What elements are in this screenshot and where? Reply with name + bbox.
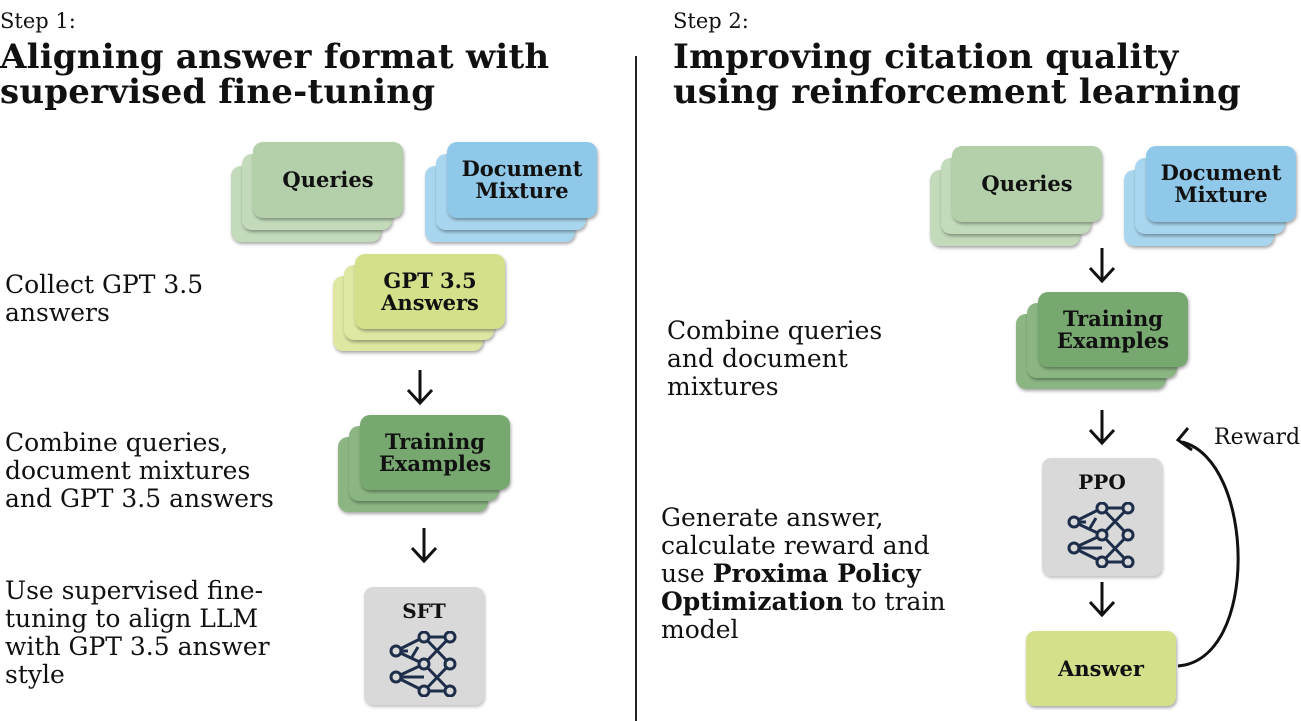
desc-line: model [661,615,739,644]
training-label-line1: Training [385,428,485,454]
step2-label: Step 2: [673,9,749,33]
desc-line: and document [667,344,848,373]
arrow-down-icon [410,528,438,564]
desc-line: tuning to align LLM [5,604,259,633]
step2-title-line2: using reinforcement learning [673,72,1241,112]
step1-combine-description: Combine queries, document mixtures and G… [5,429,274,513]
training-label-line2: Examples [378,450,492,476]
arrow-down-icon [1088,582,1116,618]
ppo-label: PPO [1078,470,1126,494]
step1-collect-description: Collect GPT 3.5 answers [5,271,203,327]
desc-line: Use supervised fine- [5,576,264,605]
document-label-line2: Mixture [1174,182,1268,207]
arrow-down-icon [1088,410,1116,446]
desc-line: document mixtures [5,456,251,485]
step2-queries-stack: Queries [930,146,1105,249]
desc-line: use Proxima Policy [661,560,946,588]
desc-line: answers [5,298,110,327]
training-label-line2: Examples [1056,327,1170,353]
step1-label: Step 1: [0,9,76,33]
step1-queries-stack: Queries [231,142,406,245]
gpt-answers-label: GPT 3.5 Answers [355,254,505,329]
queries-card: Queries [253,142,403,218]
sft-model-box: SFT [364,587,484,705]
reward-label: Reward [1214,425,1301,450]
document-label-line1: Document [1160,160,1282,185]
neural-network-icon [1067,502,1135,568]
desc-line: and GPT 3.5 answers [5,484,274,513]
queries-card: Queries [952,146,1102,222]
desc-line: Combine queries, [5,428,229,457]
document-mixture-label: Document Mixture [447,142,597,218]
document-label-line2: Mixture [475,178,569,203]
step1-title-line1: Aligning answer format with [0,37,550,77]
document-mixture-card: Document Mixture [447,142,597,218]
ppo-model-box: PPO [1042,458,1162,576]
step2-title: Improving citation quality using reinfor… [673,40,1241,110]
desc-bold-text: Proxima Policy [712,559,921,588]
document-mixture-card: Document Mixture [1146,146,1296,222]
desc-line: Collect GPT 3.5 [5,270,204,299]
training-label: Training Examples [1038,292,1188,367]
desc-bold-text: Optimization [661,587,844,616]
answer-box: Answer [1026,631,1176,706]
sft-label: SFT [402,599,446,623]
desc-text: use [661,559,713,588]
step1-sft-description: Use supervised fine- tuning to align LLM… [5,577,270,689]
gpt-answers-card: GPT 3.5 Answers [355,254,505,329]
training-examples-card: Training Examples [1038,292,1188,367]
step1-title-line2: supervised fine-tuning [0,72,436,112]
step2-title-line1: Improving citation quality [673,37,1179,77]
desc-line: calculate reward and [661,531,930,560]
arrow-down-icon [1088,248,1116,284]
step1-training-stack: Training Examples [338,415,513,515]
queries-label: Queries [981,171,1073,196]
reward-loop-arrow-icon [1175,427,1240,668]
document-label-line1: Document [461,156,583,181]
desc-line: with GPT 3.5 answer [5,632,270,661]
step2-document-stack: Document Mixture [1124,146,1299,249]
desc-line: Generate answer, [661,503,884,532]
desc-line: Optimization to train [661,588,946,616]
desc-line: mixtures [667,372,779,401]
step-divider [635,56,637,721]
gpt-label-line2: Answers [381,289,479,315]
training-examples-card: Training Examples [360,415,510,490]
step1-document-stack: Document Mixture [425,142,600,245]
training-label-line1: Training [1063,305,1163,331]
training-label: Training Examples [360,415,510,490]
gpt-label-line1: GPT 3.5 [383,267,477,293]
neural-network-icon [389,631,457,697]
arrow-down-icon [406,370,434,406]
document-mixture-label: Document Mixture [1146,146,1296,222]
step2-combine-description: Combine queries and document mixtures [667,317,882,401]
queries-label: Queries [282,167,374,192]
step2-generate-description: Generate answer, calculate reward and us… [661,504,946,644]
step1-title: Aligning answer format with supervised f… [0,40,549,110]
desc-line: style [5,660,65,689]
desc-text: to train [843,587,946,616]
step2-training-stack: Training Examples [1016,292,1191,392]
gpt-answers-stack: GPT 3.5 Answers [333,254,508,354]
desc-line: Combine queries [667,316,883,345]
